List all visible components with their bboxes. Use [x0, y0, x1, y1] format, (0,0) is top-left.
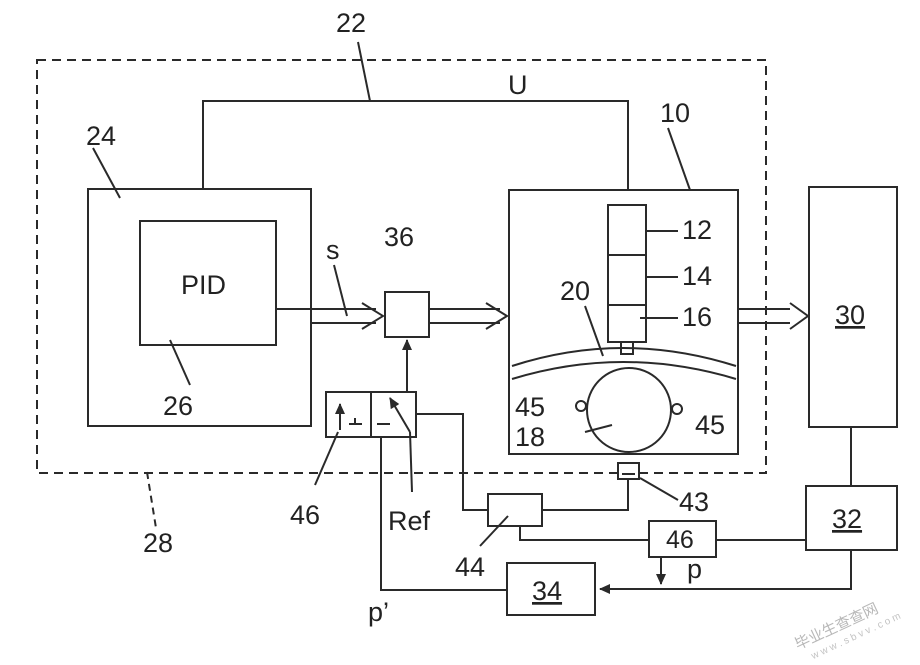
label-22: 22	[336, 8, 366, 38]
label-46-left: 46	[290, 500, 320, 530]
leader-24	[92, 147, 121, 199]
label-24: 24	[86, 121, 116, 151]
label-30: 30	[835, 300, 865, 330]
label-45-right: 45	[695, 410, 725, 440]
label-p-prime: p’	[368, 597, 389, 627]
label-pid: PID	[181, 270, 226, 300]
label-43: 43	[679, 487, 709, 517]
leader-ref	[409, 431, 413, 493]
leader-28	[146, 471, 157, 529]
line-44-to-46	[519, 526, 649, 541]
pid-box	[139, 220, 277, 346]
sensor-43	[617, 462, 640, 480]
leader-22	[357, 41, 371, 102]
line-p-prime	[380, 437, 507, 591]
label-u: U	[508, 70, 528, 100]
label-34: 34	[532, 576, 562, 606]
label-36: 36	[384, 222, 414, 252]
watermark: 毕业生查查网 w w w . s b v v . c o m	[792, 600, 902, 662]
leader-10	[667, 127, 691, 191]
leader-s	[333, 264, 348, 317]
line-32-to-34	[599, 550, 852, 594]
label-46-box: 46	[666, 526, 694, 554]
label-45-left: 45	[515, 392, 545, 422]
label-s: s	[326, 235, 340, 265]
label-p: p	[687, 554, 702, 584]
leader-18	[584, 424, 613, 433]
sensor-45-left	[575, 400, 587, 412]
leader-46-left	[314, 431, 339, 486]
block-36	[384, 291, 430, 338]
label-12: 12	[682, 215, 712, 245]
sheet-20-bottom	[511, 361, 737, 380]
arrow-to-30-head	[789, 302, 810, 330]
label-16: 16	[682, 302, 712, 332]
leader-44	[479, 515, 509, 547]
segment-12	[607, 204, 647, 256]
block-34	[506, 562, 596, 616]
segment-16	[607, 304, 647, 343]
label-28: 28	[143, 528, 173, 558]
sheet-20-top	[511, 347, 737, 367]
leader-43	[639, 477, 679, 501]
sensor-45-right	[671, 403, 683, 415]
controller-boundary	[36, 59, 767, 474]
block-46	[648, 520, 717, 558]
label-14: 14	[682, 261, 712, 291]
signal-s-arrowhead	[361, 302, 385, 330]
label-10: 10	[660, 98, 690, 128]
label-44: 44	[455, 552, 485, 582]
label-20: 20	[560, 276, 590, 306]
feedback-line-u	[198, 100, 629, 221]
line-43-to-44	[542, 479, 629, 511]
segment-14	[607, 254, 647, 306]
leader-26	[169, 339, 191, 386]
leader-20	[584, 305, 604, 357]
roller-18	[586, 367, 672, 453]
ref-right-arrow	[389, 397, 411, 433]
label-32: 32	[832, 504, 862, 534]
label-18: 18	[515, 422, 545, 452]
label-ref: Ref	[388, 506, 431, 536]
block-30	[808, 186, 898, 428]
block-44	[487, 493, 543, 527]
line-ref-to-44	[416, 413, 488, 511]
label-26: 26	[163, 391, 193, 421]
output-arrowhead	[485, 302, 509, 330]
